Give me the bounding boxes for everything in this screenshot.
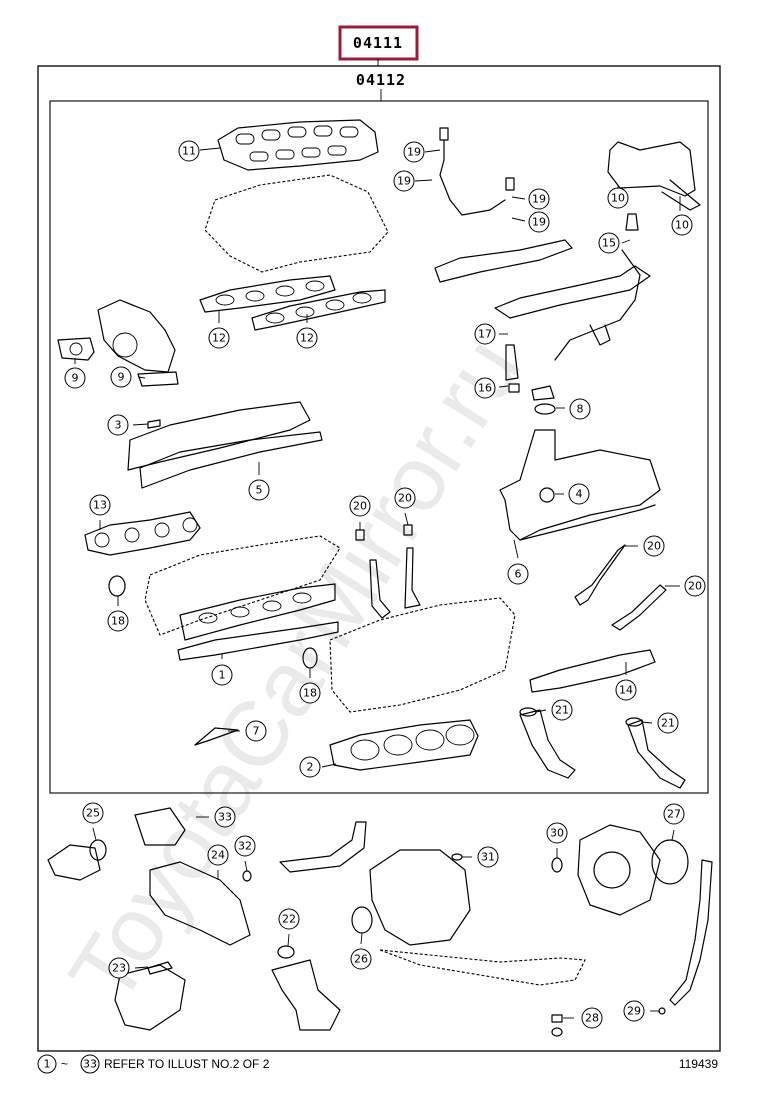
callout-9: 9 xyxy=(118,371,125,384)
callout-18: 18 xyxy=(303,687,317,700)
callout-24: 24 xyxy=(211,849,225,862)
range-start: 1 xyxy=(44,1058,51,1071)
callout-29: 29 xyxy=(627,1005,641,1018)
callout-27: 27 xyxy=(667,808,681,821)
callout-12: 12 xyxy=(212,332,226,345)
callout-23: 23 xyxy=(112,962,126,975)
callout-12: 12 xyxy=(300,332,314,345)
callout-32: 32 xyxy=(238,840,252,853)
callout-6: 6 xyxy=(515,568,522,581)
range-end: 33 xyxy=(83,1058,97,1071)
callout-31: 31 xyxy=(481,851,495,864)
callout-18: 18 xyxy=(111,615,125,628)
callout-11: 11 xyxy=(182,145,196,158)
callout-30: 30 xyxy=(550,827,564,840)
callout-28: 28 xyxy=(585,1012,599,1025)
callout-33: 33 xyxy=(218,811,232,824)
callout-22: 22 xyxy=(282,913,296,926)
callout-20: 20 xyxy=(647,540,661,553)
outer-code: 04111 xyxy=(353,34,403,52)
callout-10: 10 xyxy=(675,219,689,232)
footer: 1 ~ 33 REFER TO ILLUST NO.2 OF 2 119439 xyxy=(37,1054,718,1074)
callout-5: 5 xyxy=(256,484,263,497)
callout-20: 20 xyxy=(353,500,367,513)
callout-3: 3 xyxy=(115,419,122,432)
callout-7: 7 xyxy=(253,725,260,738)
callouts: 11 19 19 19 19 10 10 15 12 12 9 9 17 16 … xyxy=(64,140,706,1029)
callout-10: 10 xyxy=(611,192,625,205)
callout-20: 20 xyxy=(688,580,702,593)
callout-25: 25 xyxy=(86,807,100,820)
part-sketches xyxy=(47,119,713,1037)
callout-19: 19 xyxy=(407,146,421,159)
callout-26: 26 xyxy=(354,953,368,966)
callout-19: 19 xyxy=(532,193,546,206)
callout-16: 16 xyxy=(478,382,492,395)
callout-8: 8 xyxy=(577,403,584,416)
inner-frame xyxy=(49,100,709,794)
callout-19: 19 xyxy=(397,175,411,188)
callout-20: 20 xyxy=(398,492,412,505)
outer-code-box[interactable] xyxy=(338,25,419,61)
callout-19: 19 xyxy=(532,216,546,229)
callout-1: 1 xyxy=(219,669,226,682)
callout-13: 13 xyxy=(93,499,107,512)
callout-15: 15 xyxy=(602,237,616,250)
illustration-number: 119439 xyxy=(679,1057,718,1071)
outer-frame xyxy=(37,65,721,1052)
callout-21: 21 xyxy=(555,704,569,717)
callout-14: 14 xyxy=(619,684,633,697)
inner-code: 04112 xyxy=(356,71,406,89)
callout-17: 17 xyxy=(478,328,492,341)
callout-9: 9 xyxy=(72,372,79,385)
callout-21: 21 xyxy=(661,717,675,730)
callout-2: 2 xyxy=(307,761,314,774)
callout-4: 4 xyxy=(576,488,583,501)
range-separator: ~ xyxy=(61,1057,68,1071)
footer-note: REFER TO ILLUST NO.2 OF 2 xyxy=(104,1057,270,1071)
